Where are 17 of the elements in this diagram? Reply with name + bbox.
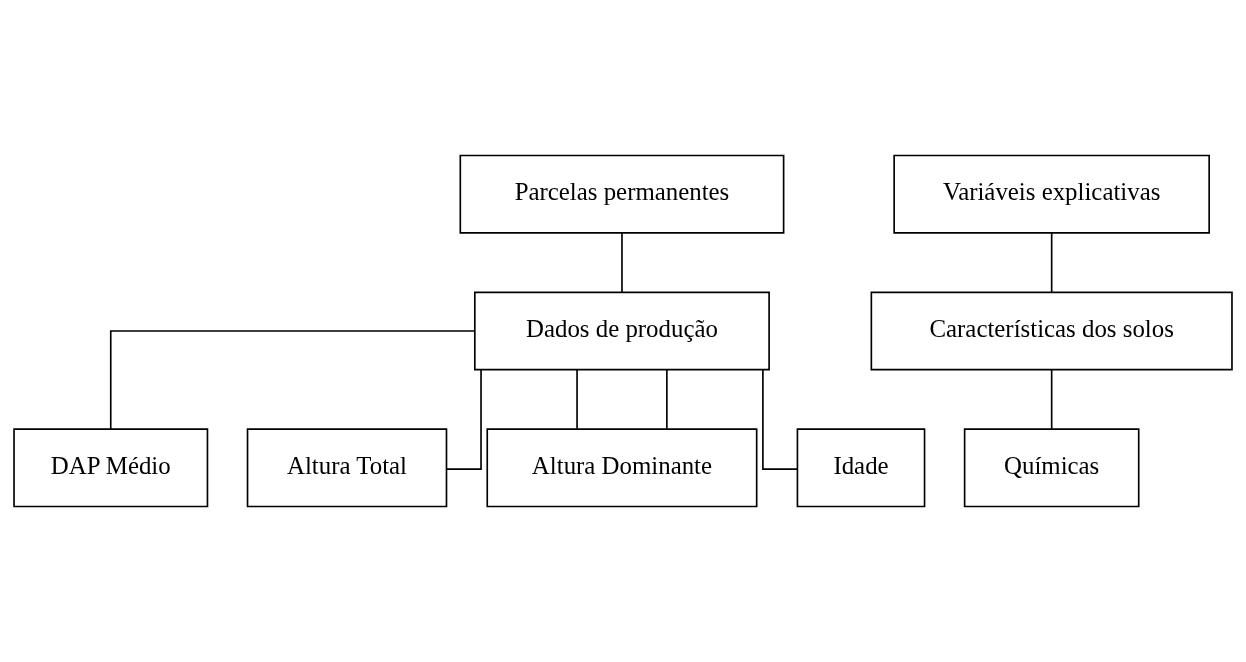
node-box: Dados de produção (474, 291, 770, 371)
connector (576, 369, 578, 430)
connector (109, 330, 476, 430)
connector (666, 369, 668, 430)
connector (1050, 369, 1053, 430)
connector (1050, 232, 1053, 293)
node-box: DAP Médio (13, 428, 209, 508)
node-box: Características dos solos (870, 291, 1233, 371)
node-box: Parcelas permanentes (459, 154, 785, 234)
connector (621, 232, 623, 293)
node-box: Altura Dominante (486, 428, 758, 508)
node-box: Variáveis explicativas (893, 154, 1210, 234)
connector (762, 369, 799, 470)
node-box: Idade (796, 428, 926, 508)
connector (445, 369, 482, 470)
node-box: Químicas (963, 428, 1140, 508)
node-box: Altura Total (246, 428, 448, 508)
